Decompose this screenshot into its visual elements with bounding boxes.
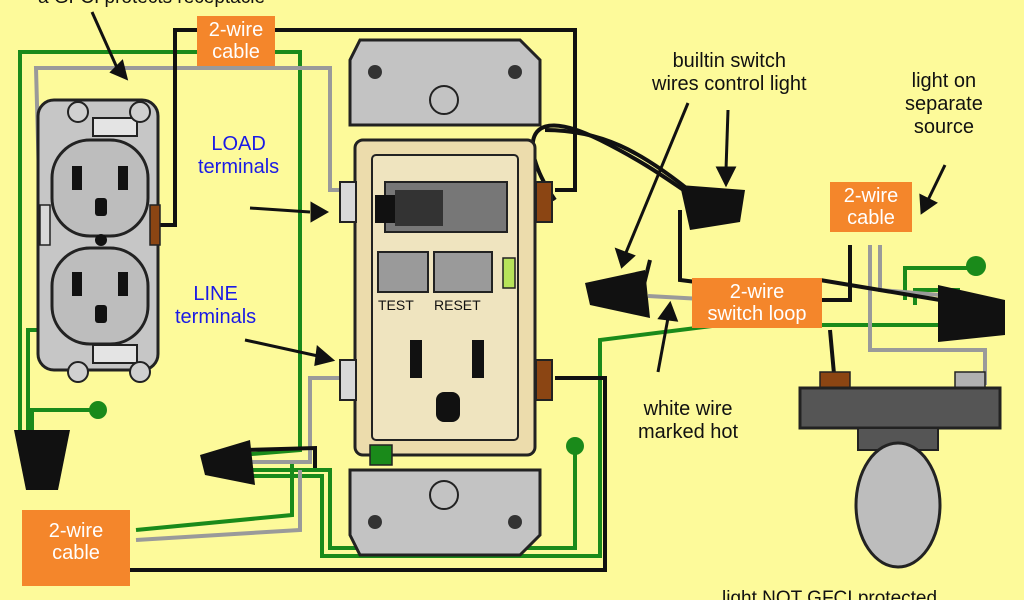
- arrows: [90, 11, 947, 373]
- wire-nut-left: [14, 430, 70, 490]
- wire-nuts: [14, 185, 1005, 490]
- cable-tag-right: 2-wire cable: [830, 182, 912, 232]
- light-fixture: [798, 371, 1002, 569]
- cable-tag-top-left: 2-wire cable: [197, 16, 275, 66]
- wire-nut-top: [680, 185, 745, 230]
- gfci-receptacle: [339, 38, 553, 557]
- light-separate-source-label: light on separate source: [905, 70, 983, 138]
- reset-button-label: RESET: [434, 297, 481, 313]
- wire-nut-right: [938, 285, 1005, 342]
- ground-dots: [89, 256, 986, 455]
- wire-nut-bottom: [200, 440, 255, 485]
- line-terminals-label: LINE terminals: [175, 283, 257, 328]
- top-caption: a GFCI protects receptacle: [38, 0, 265, 9]
- hot-wires: [130, 28, 941, 572]
- cable-tag-bottom-left: 2-wire cable: [22, 510, 130, 586]
- wire-nut-switch: [585, 270, 650, 318]
- duplex-receptacle: [36, 98, 161, 383]
- white-wire-hot-label: white wire marked hot: [638, 398, 739, 443]
- bottom-caption: light NOT GFCI protected: [722, 588, 938, 600]
- test-button-label: TEST: [378, 297, 414, 313]
- cable-tag-switch-loop: 2-wire switch loop: [692, 278, 822, 328]
- builtin-switch-label: builtin switch wires control light: [652, 50, 807, 95]
- load-terminals-label: LOAD terminals: [198, 133, 280, 178]
